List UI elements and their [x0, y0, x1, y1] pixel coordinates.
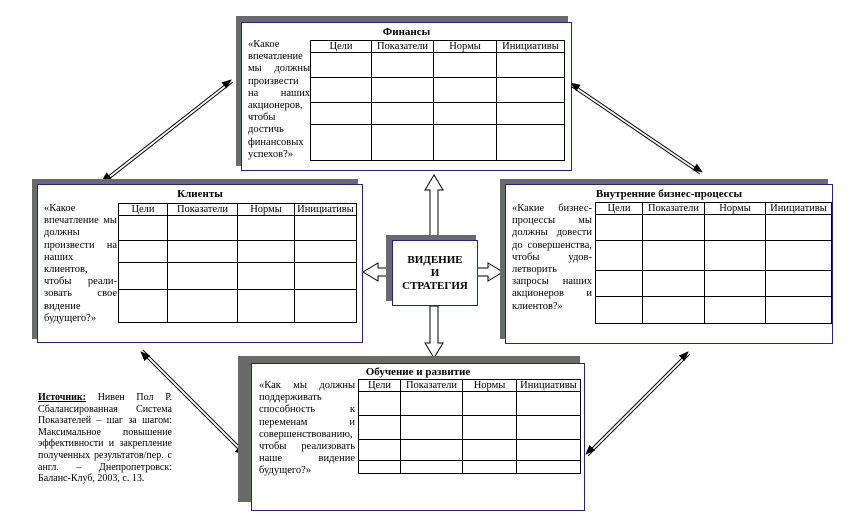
table-row — [118, 262, 357, 290]
col-header-goals: Цели — [118, 203, 168, 216]
col-header-initiatives: Инициативы — [765, 202, 832, 215]
table-row — [118, 240, 357, 263]
arrow-center-down — [424, 305, 444, 359]
col-header-norms: Нормы — [433, 40, 497, 53]
table-row — [118, 215, 357, 241]
clients-table: Цели Показатели Нормы Инициативы — [118, 203, 357, 323]
table-row — [358, 391, 581, 416]
processes-question: «Какие бизнес-процессы мы должны довести… — [512, 203, 592, 312]
processes-table: Цели Показатели Нормы Инициативы — [595, 202, 832, 324]
col-header-goals: Цели — [358, 379, 401, 392]
source-label: Источник: — [38, 392, 86, 403]
learning-title: Обучение и развитие — [365, 366, 471, 378]
col-header-indicators: Показатели — [400, 379, 463, 392]
table-row — [595, 270, 832, 297]
clients-question: «Какое впечатление мы должны произвести … — [44, 203, 117, 324]
clients-title: Клиенты — [177, 188, 223, 200]
table-row — [310, 77, 565, 103]
learning-question: «Как мы должны поддерживать способность … — [259, 380, 355, 477]
finance-table: Цели Показатели Нормы Инициативы — [310, 40, 565, 161]
arrow-finance-clients — [101, 79, 232, 182]
center-line-1: ВИДЕНИЕ — [407, 253, 463, 266]
source-note: Источник: Нивен Пол Р. Сбалансированная … — [38, 392, 172, 485]
arrow-center-up — [424, 174, 444, 239]
finance-title: Финансы — [382, 26, 431, 38]
col-header-initiatives: Инициативы — [294, 203, 357, 216]
table-row — [595, 296, 832, 324]
table-row — [310, 124, 565, 161]
table-row — [595, 240, 832, 271]
finance-question: «Какое впечатление мы должны произвести … — [248, 39, 310, 160]
processes-title: Внутренние бизнес-процессы — [595, 188, 743, 200]
col-header-initiatives: Инициативы — [496, 40, 565, 53]
col-header-goals: Цели — [595, 202, 643, 215]
arrow-clients-learning — [140, 351, 245, 456]
arrow-processes-learning — [585, 351, 689, 455]
table-row — [358, 415, 581, 440]
vision-strategy-box: ВИДЕНИЕ И СТРАТЕГИЯ — [392, 240, 478, 306]
table-row — [310, 102, 565, 125]
table-row — [358, 439, 581, 461]
col-header-goals: Цели — [310, 40, 372, 53]
table-row — [358, 460, 581, 474]
center-line-3: СТРАТЕГИЯ — [402, 279, 468, 292]
source-text: Нивен Пол Р. Сбалансированная Система По… — [38, 392, 173, 485]
col-header-initiatives: Инициативы — [516, 379, 581, 392]
arrow-center-right — [475, 262, 504, 282]
col-header-indicators: Показатели — [642, 202, 705, 215]
col-header-indicators: Показатели — [167, 203, 238, 216]
col-header-norms: Нормы — [704, 202, 766, 215]
learning-table: Цели Показатели Нормы Инициативы — [358, 379, 581, 474]
col-header-indicators: Показатели — [371, 40, 434, 53]
col-header-norms: Нормы — [462, 379, 517, 392]
col-header-norms: Нормы — [237, 203, 295, 216]
table-row — [310, 52, 565, 78]
table-row — [595, 214, 832, 241]
arrow-finance-processes — [570, 82, 703, 173]
center-line-2: И — [430, 266, 440, 279]
table-row — [118, 289, 357, 323]
